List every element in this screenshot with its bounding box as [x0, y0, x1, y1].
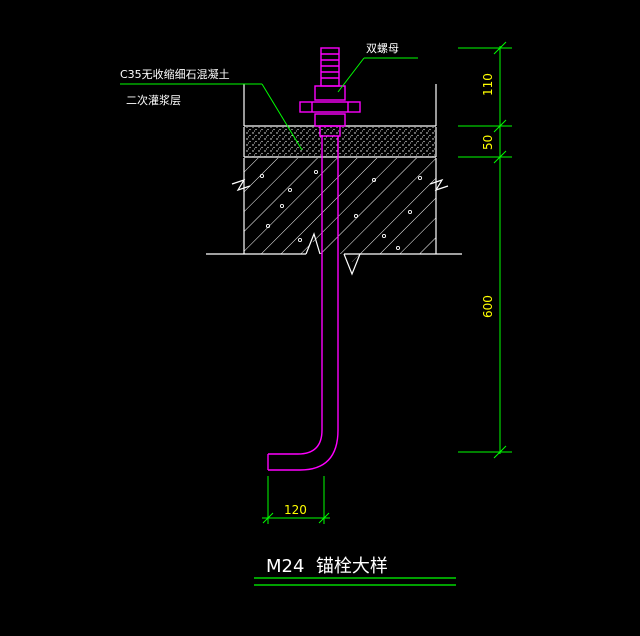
dimension-middle: 50 — [481, 135, 495, 150]
anchor-bolt — [267, 47, 361, 471]
grout-pocket-walls — [243, 84, 437, 127]
foundation-concrete — [231, 158, 449, 262]
vertical-dimensions — [458, 41, 512, 459]
grout-label: 二次灌浆层 — [126, 93, 181, 107]
nut-label: 双螺母 — [366, 42, 399, 55]
title-underlines — [254, 577, 456, 586]
horizontal-dimension — [262, 476, 330, 524]
dimension-top: 110 — [481, 73, 495, 96]
dimension-hook: 120 — [284, 503, 307, 517]
dimension-embed: 600 — [481, 295, 495, 318]
leader-lines — [120, 57, 418, 151]
drawing-title: M24 锚栓大样 — [266, 556, 388, 577]
concrete-label: C35无收缩细石混凝土 — [120, 67, 230, 81]
ground-line — [206, 232, 462, 276]
